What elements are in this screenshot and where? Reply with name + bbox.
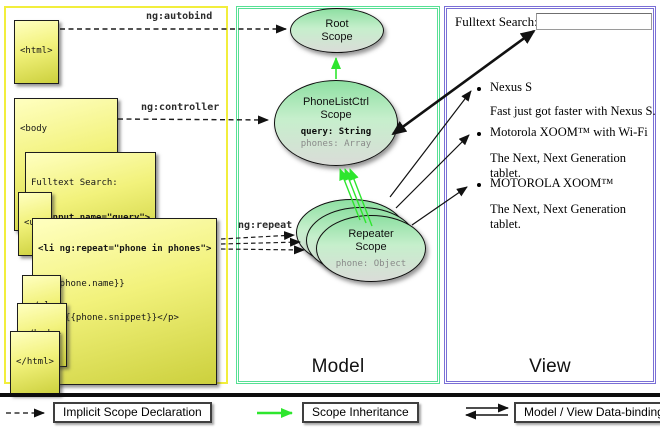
phone-item-desc: The Next, Next Generation tablet. [490,202,627,231]
model-column: Model [236,6,440,384]
fulltext-search-input[interactable] [536,13,652,30]
phone-item-desc: Fast just got faster with Nexus S. [490,104,656,118]
root-scope-title: Root [325,17,349,30]
controller-arrow-label: ng:controller [141,102,220,113]
code-box-html-close: </html> [10,331,60,395]
code-line: <li ng:repeat="phone in phones"> [38,244,212,254]
scope-property-phone: phone: Object [335,258,407,269]
code-line: {{phone.name}} [38,278,125,289]
code-line: </html> [16,357,54,367]
phone-item-name: Motorola XOOM™ with Wi-Fi [490,125,648,139]
phone-item-desc: The Next, Next Generation tablet. [490,151,627,180]
legend-scope-inheritance: Scope Inheritance [302,402,419,423]
phone-item-name: Nexus S [490,80,533,94]
scope-property-query: query: String [300,127,372,137]
repeater-scope-title: Repeater [348,227,394,240]
code-line: <html> [20,46,53,56]
phonelistctrl-scope-title: PhoneListCtrl [302,96,370,108]
root-scope-ellipse: Root Scope [290,8,384,53]
model-column-label: Model [311,356,365,377]
code-line: <p>{{phone.snippet}}</p> [38,313,179,323]
code-box-li-repeat: <li ng:repeat="phone in phones"> {{phone… [32,218,218,385]
repeater-scope-title: Scope [355,240,387,253]
view-column-label: View [529,356,571,377]
fulltext-search-label: Fulltext Search: [455,14,538,29]
list-bullet [477,132,481,136]
root-scope-title: Scope [321,30,353,43]
code-line: <body [20,124,48,134]
code-box-html-open: <html> [14,20,59,84]
list-bullet [477,87,481,91]
legend-model-view-data-binding: Model / View Data-binding [514,402,660,423]
repeat-arrow-label: ng:repeat [238,220,293,231]
repeater-scope-ellipse: Repeater Scope phone: Object [316,215,426,282]
phonelistctrl-scope-title: Scope [320,109,352,121]
code-line: <input name="query"> [31,213,150,225]
phonelistctrl-scope-ellipse: PhoneListCtrl Scope query: String phones… [274,80,398,166]
phone-item-name: MOTOROLA XOOM™ [490,176,614,190]
view-column: View [444,6,656,384]
list-bullet [477,183,481,187]
legend-implicit-scope-declaration: Implicit Scope Declaration [53,402,212,423]
scope-property-phones: phones: Array [300,139,372,149]
legend-divider-line [0,393,660,397]
code-line: Fulltext Search: [31,178,118,188]
autobind-arrow-label: ng:autobind [146,11,213,22]
